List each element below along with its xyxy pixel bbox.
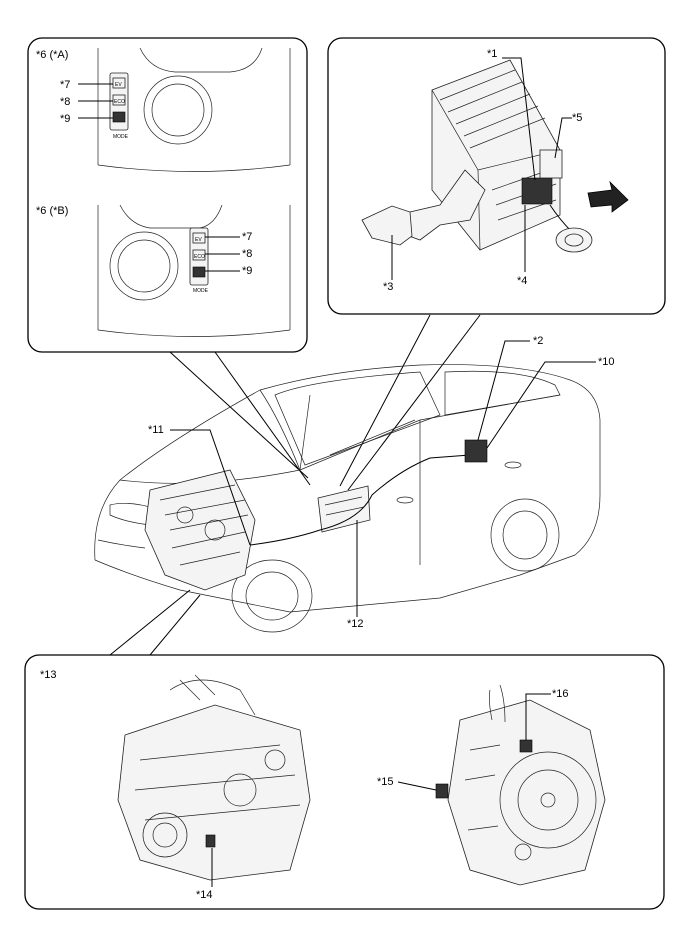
callout-4: *4: [517, 275, 527, 287]
callout-9b: *9: [242, 265, 252, 277]
ev-switch-label-b: EV: [195, 237, 202, 243]
mode-switch-label: MODE: [113, 134, 129, 140]
mode-switch-label-b: MODE: [193, 288, 209, 294]
callout-14: *14: [196, 889, 213, 901]
callout-15: *15: [377, 776, 394, 788]
callout-3: *3: [383, 281, 393, 293]
callout-7a: *7: [60, 79, 70, 91]
ev-switch-label: EV: [115, 82, 122, 88]
callout-6a: *6 (*A): [36, 49, 68, 61]
transaxle-left: [117, 674, 311, 881]
console-view-a: EV ECO MODE: [97, 47, 291, 172]
callout-10: *10: [598, 356, 615, 368]
battery-panel: *1 *5 *3 *4: [327, 37, 666, 315]
callout-12: *12: [347, 618, 364, 630]
callout-8b: *8: [242, 248, 252, 260]
callout-7b: *7: [242, 231, 252, 243]
callout-9a: *9: [60, 113, 70, 125]
transaxle-panel: *13 *14 *16 *15: [24, 654, 665, 910]
console-view-b: EV ECO MODE: [97, 204, 291, 337]
panel-connector-lines: [109, 314, 481, 656]
callout-13: *13: [40, 669, 57, 681]
callout-16: *16: [552, 688, 569, 700]
intake-duct: [361, 169, 486, 246]
callout-5: *5: [572, 112, 582, 124]
switch-panel: EV ECO MODE *6 (*A) *7 *8 *9 EV ECO MODE…: [27, 37, 308, 353]
transaxle-right: [435, 684, 606, 886]
service-plug-area: [521, 149, 593, 253]
callout-11: *11: [148, 424, 164, 436]
eco-switch-label-b: ECO: [194, 254, 205, 260]
callout-8a: *8: [60, 96, 70, 108]
vehicle-illustration: [94, 364, 601, 633]
callout-6b: *6 (*B): [36, 205, 68, 217]
callout-2: *2: [533, 335, 543, 347]
eco-switch-label: ECO: [114, 99, 125, 105]
direction-arrow-icon: [587, 180, 629, 213]
callout-1: *1: [487, 48, 497, 60]
